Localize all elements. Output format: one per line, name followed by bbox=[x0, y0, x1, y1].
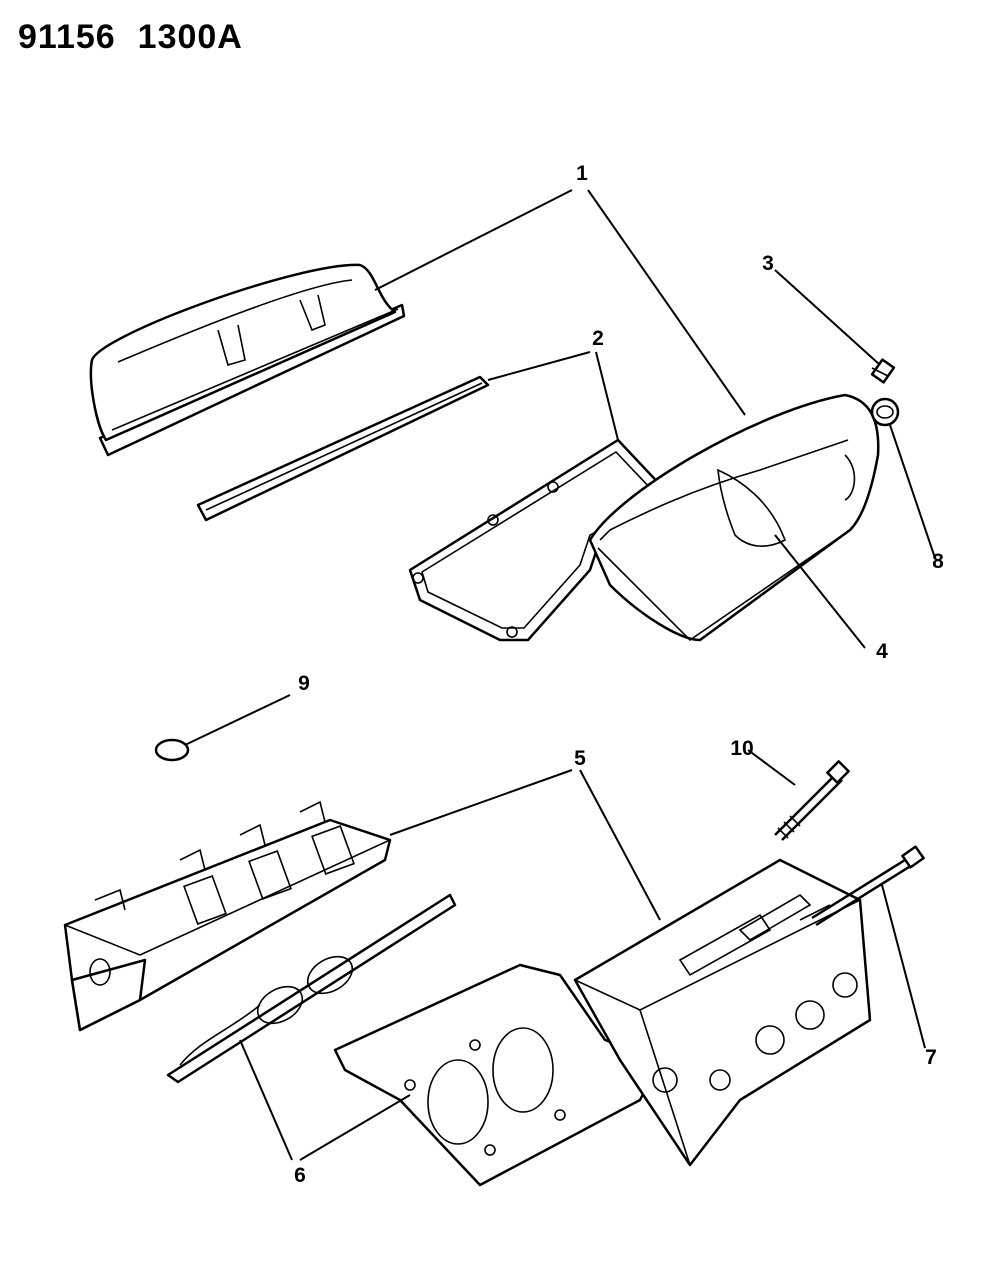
drawing-header: 91156 1300A bbox=[18, 18, 243, 57]
part-9-cup-plug bbox=[154, 738, 190, 762]
callout-10: 10 bbox=[730, 737, 753, 760]
part-5-cylinder-head-right bbox=[573, 858, 872, 1167]
part-1-valve-cover-left bbox=[89, 263, 406, 457]
part-1-valve-cover-right bbox=[588, 393, 900, 642]
part-3-bolt bbox=[870, 358, 896, 384]
part-5-cylinder-head-left bbox=[63, 800, 392, 1032]
callout-8: 8 bbox=[932, 550, 944, 573]
part-7-rocker-bolt bbox=[811, 845, 925, 927]
leader-lines bbox=[184, 189, 936, 1161]
callout-9: 9 bbox=[298, 672, 310, 695]
part-6-head-gasket-left bbox=[166, 893, 457, 1084]
callout-7: 7 bbox=[925, 1046, 937, 1069]
part-10-head-bolt bbox=[774, 760, 850, 841]
drawing-code: 1300A bbox=[137, 18, 243, 56]
callout-1: 1 bbox=[576, 162, 588, 185]
callout-3: 3 bbox=[762, 252, 774, 275]
callout-4: 4 bbox=[876, 640, 888, 663]
part-2-gasket-right bbox=[408, 438, 667, 642]
callout-2: 2 bbox=[592, 327, 604, 350]
callout-5: 5 bbox=[574, 747, 586, 770]
callout-6: 6 bbox=[294, 1164, 306, 1187]
part-2-gasket-left bbox=[196, 375, 490, 522]
drawing-number: 91156 bbox=[18, 18, 116, 56]
